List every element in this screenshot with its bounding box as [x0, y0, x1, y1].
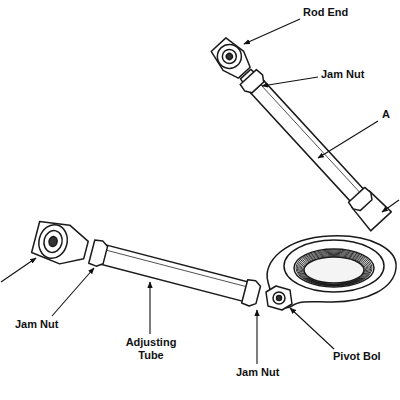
thread [296, 250, 372, 286]
part-label: Jam Nut [320, 68, 365, 81]
thread [300, 253, 368, 285]
part-label: Jam Nut [235, 366, 280, 379]
thread [297, 251, 370, 286]
leader-lines [1, 19, 399, 364]
part-label: A [381, 108, 391, 121]
pivot-bolt [266, 286, 292, 310]
part-label: Jam Nut [14, 318, 59, 331]
part-label: Rod End [302, 6, 349, 19]
thread [299, 252, 370, 285]
thread [301, 254, 367, 284]
thread [303, 256, 366, 285]
part-label: Adjusting Tube [118, 336, 184, 362]
thread [304, 257, 364, 285]
upper-arm [208, 35, 391, 231]
part-label: Pivot Bol [332, 350, 382, 363]
